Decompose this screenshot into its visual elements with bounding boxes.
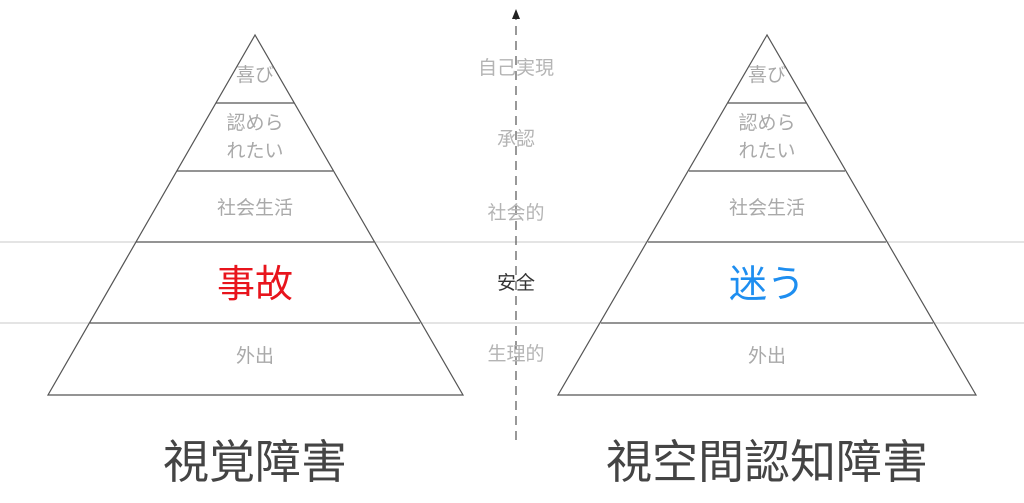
layer-second-label-line2: れたい bbox=[226, 140, 283, 162]
pyramid-right: 喜び 認めら れたい 社会生活 迷う 外出 bbox=[556, 33, 978, 396]
layer-second-label-line2: れたい bbox=[738, 140, 795, 162]
layer-top-label: 喜び bbox=[748, 64, 786, 86]
axis-label-social: 社会的 bbox=[487, 202, 544, 224]
layer-top-label: 喜び bbox=[236, 64, 274, 86]
caption-visuospatial-impairment: 視空間認知障害 bbox=[606, 435, 928, 489]
pyramid-left: 喜び 認めら れたい 社会生活 事故 外出 bbox=[46, 33, 465, 396]
layer-second-label-line1: 認めら bbox=[738, 112, 795, 134]
pyramid-outline bbox=[46, 33, 465, 396]
layer-second-label-line1: 認めら bbox=[226, 112, 283, 134]
layer-third-label: 社会生活 bbox=[729, 197, 805, 219]
axis-label-physiological: 生理的 bbox=[487, 343, 544, 365]
pyramid-outline bbox=[556, 33, 978, 396]
layer-fourth-highlight-label: 迷う bbox=[729, 262, 805, 306]
layer-base-label: 外出 bbox=[748, 345, 786, 367]
layer-third-label: 社会生活 bbox=[217, 197, 293, 219]
axis-label-esteem: 承認 bbox=[497, 128, 535, 150]
axis-arrow-icon bbox=[512, 9, 520, 19]
layer-base-label: 外出 bbox=[236, 345, 274, 367]
axis-label-self-actualization: 自己実現 bbox=[478, 57, 554, 79]
layer-fourth-highlight-label: 事故 bbox=[217, 262, 293, 306]
caption-visual-impairment: 視覚障害 bbox=[163, 435, 347, 489]
axis-label-safety: 安全 bbox=[497, 272, 535, 294]
